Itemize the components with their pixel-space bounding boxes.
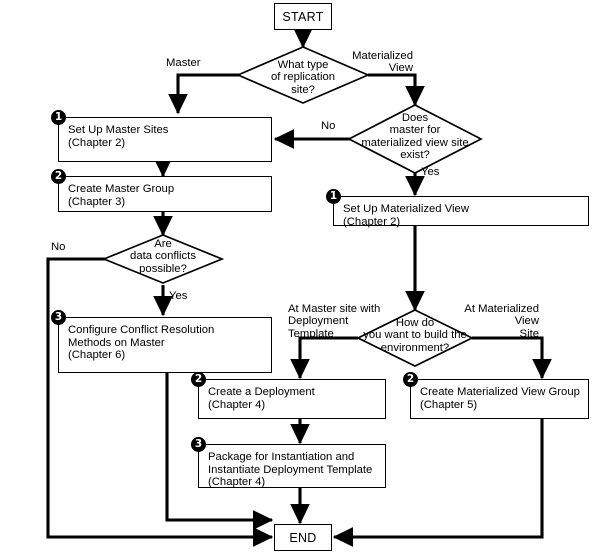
process-line: Package for Instantiation and — [208, 451, 355, 463]
decision-line: materialized view site — [361, 136, 469, 149]
process-package-instantiate-deployment: 3 Package for Instantiation and Instanti… — [191, 437, 386, 489]
edge-label-at-master-site: At Master site with Deployment Template — [288, 303, 400, 340]
process-line: (Chapter 3) — [68, 195, 126, 208]
edge-label-line: View — [388, 62, 413, 75]
wire-master-branch — [168, 73, 240, 115]
process-line: (Chapter 6) — [68, 349, 126, 362]
process-line: Instantiate Deployment Template — [208, 463, 373, 476]
process-line: Methods on Master — [68, 336, 165, 349]
wire-mv-branch — [368, 73, 425, 107]
process-set-up-materialized-view: 1 Set Up Materialized View (Chapter 2) — [326, 189, 589, 228]
edge-label-line: Site — [519, 327, 539, 340]
edge-label-line: Deployment — [288, 315, 349, 328]
process-line: (Chapter 2) — [343, 215, 401, 228]
edge-label-line: Template — [288, 327, 334, 340]
process-line: Configure Conflict Resolution — [68, 324, 215, 336]
edge-label-at-materialized-view-site: At Materialized View Site — [443, 303, 539, 340]
process-line: Create a Deployment — [208, 386, 315, 398]
process-create-master-group: 2 Create Master Group (Chapter 3) — [51, 169, 272, 212]
step-badge: 3 — [191, 437, 206, 452]
decision-data-conflicts-label: Are data conflicts possible? — [105, 238, 221, 275]
decision-line: Are — [154, 238, 172, 250]
edge-label-master: Master — [166, 57, 201, 69]
decision-build-environment-label: How do you want to build the environment… — [337, 317, 493, 354]
edge-label-yes-conflicts: Yes — [169, 290, 188, 302]
decision-line: site? — [291, 83, 315, 96]
edge-label-line: At Materialized — [464, 303, 539, 315]
process-line: Set Up Master Sites — [68, 124, 169, 136]
step-badge: 1 — [51, 110, 66, 125]
process-set-up-master-sites: 1 Set Up Master Sites (Chapter 2) — [51, 110, 272, 162]
edge-label-line: At Master site with — [288, 303, 381, 315]
decision-line: data conflicts — [130, 250, 196, 263]
process-create-materialized-view-group: 2 Create Materialized View Group (Chapte… — [403, 372, 589, 419]
process-line: Set Up Materialized View — [343, 203, 469, 215]
step-badge: 3 — [51, 310, 66, 325]
step-badge: 2 — [403, 372, 418, 387]
decision-line: Does — [401, 112, 429, 124]
process-configure-conflict-resolution: 3 Configure Conflict Resolution Methods … — [51, 310, 272, 373]
terminator-end: END — [274, 524, 332, 551]
decision-line: master for — [389, 124, 441, 137]
process-line: (Chapter 2) — [68, 136, 126, 149]
terminator-end-label: END — [289, 530, 317, 545]
edge-label-no-master-exists: No — [321, 120, 336, 132]
decision-line: possible? — [139, 262, 187, 275]
decision-line: of replication — [270, 71, 336, 84]
process-line: Create Master Group — [68, 183, 175, 195]
decision-line: How do — [395, 317, 435, 329]
decision-master-exists-label: Does master for materialized view site e… — [348, 112, 482, 162]
decision-line: environment? — [380, 341, 450, 354]
decision-line: you want to build the — [363, 329, 467, 342]
edge-label-no-conflicts: No — [51, 241, 66, 253]
terminator-start: START — [274, 3, 332, 30]
terminator-start-label: START — [282, 9, 324, 24]
edge-label-line: View — [514, 315, 539, 328]
decision-line: exist? — [400, 149, 430, 162]
step-badge: 1 — [326, 189, 341, 204]
edge-label-yes-master-exists: Yes — [421, 166, 440, 178]
decision-line: What type — [277, 59, 329, 71]
process-create-a-deployment: 2 Create a Deployment (Chapter 4) — [191, 372, 386, 419]
edge-label-materialized-view: Materialized View — [345, 50, 413, 75]
process-line: (Chapter 5) — [420, 398, 478, 411]
process-line: (Chapter 4) — [208, 476, 266, 489]
step-badge: 2 — [191, 372, 206, 387]
decision-replication-site-type-label: What type of replication site? — [243, 59, 363, 96]
step-badge: 2 — [51, 169, 66, 184]
edge-label-line: Materialized — [352, 50, 413, 62]
process-line: Create Materialized View Group — [420, 386, 580, 398]
process-line: (Chapter 4) — [208, 398, 266, 411]
